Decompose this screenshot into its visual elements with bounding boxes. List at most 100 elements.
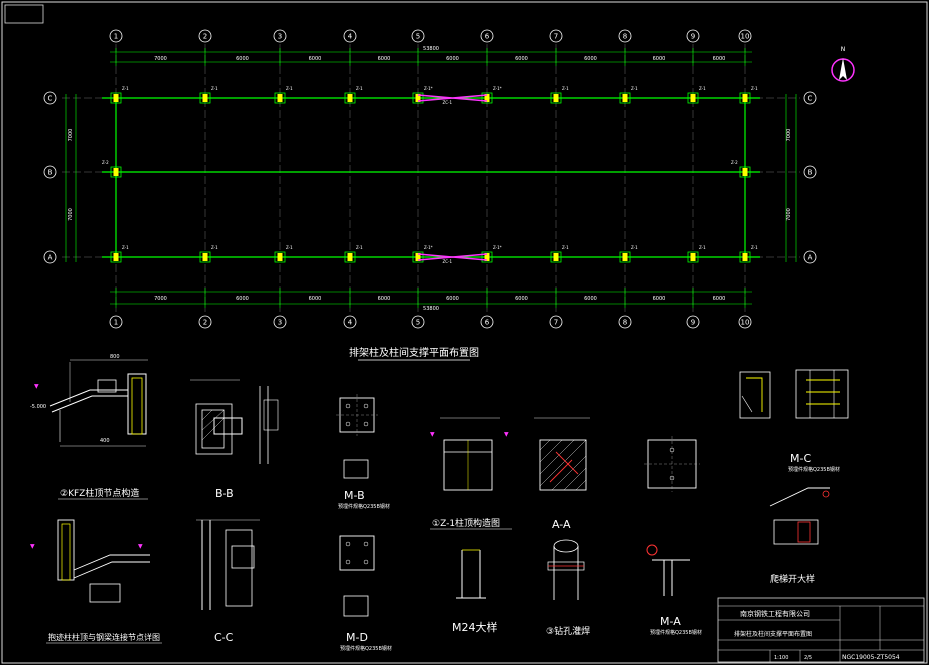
svg-text:400: 400 (100, 438, 110, 444)
detail-kfz: ▼ -5.000 400 800 ②KFZ柱顶节点构造 (30, 354, 148, 500)
cc-title: C-C (214, 631, 234, 644)
axis-bubble (43, 165, 57, 179)
axis-label: 10 (741, 319, 750, 327)
detail-hole: ③钻孔灌焊 (546, 539, 590, 637)
column-marker (481, 92, 493, 104)
bb-title: B-B (215, 487, 234, 500)
detail-plate-top (644, 436, 700, 492)
bay-dimension: 6000 (236, 56, 249, 62)
mb-note: 预埋件规格Q235B钢材 (338, 503, 390, 510)
bracing (417, 253, 488, 261)
column-core (484, 94, 490, 102)
bay-dimension: 7000 (154, 56, 167, 62)
axis-label: 3 (278, 319, 282, 327)
bay-dimension: 6000 (446, 56, 459, 62)
column-tag: Z-2 (731, 160, 738, 165)
column-core (553, 253, 559, 261)
company-name: 南京钢铁工程有限公司 (740, 609, 810, 618)
column-marker (619, 92, 631, 104)
bay-dimension: 6000 (515, 56, 528, 62)
column-tag: Z-1* (493, 245, 502, 250)
column-tag: Z-1 (122, 86, 129, 91)
column-core (277, 94, 283, 102)
mc-title: M-C (790, 452, 811, 465)
column-marker (739, 166, 751, 178)
axis-label: 7 (554, 33, 558, 41)
bay-dimension: 6000 (309, 296, 322, 302)
column-tag: Z-1 (699, 245, 706, 250)
axis-label: 7 (554, 319, 558, 327)
scale-value: 1:100 (774, 655, 788, 661)
side-dimension: 7000 (68, 208, 74, 221)
column-tag: Z-1* (424, 86, 433, 91)
column-tag: Z-1 (751, 245, 758, 250)
detail-m24: M24大样 (452, 549, 498, 634)
detail-mb: M-B 预埋件规格Q235B钢材 (336, 394, 390, 510)
svg-text:▼: ▼ (34, 383, 39, 390)
axis-bubble (480, 315, 494, 329)
svg-text:800: 800 (110, 354, 120, 360)
column-marker (344, 92, 356, 104)
side-dimension: 7000 (68, 129, 74, 142)
axis-bubble (43, 91, 57, 105)
axis-bubble (43, 250, 57, 264)
bracing (417, 94, 488, 102)
column-tag: Z-1 (751, 86, 758, 91)
axis-label: 6 (485, 319, 490, 327)
detail-cc: C-C (196, 519, 260, 644)
column-core (415, 94, 421, 102)
column-marker (110, 92, 122, 104)
detail-mc: M-C 预埋件规格Q235B钢材 (739, 369, 849, 473)
axis-bubble (738, 29, 752, 43)
bay-dimension: 6000 (309, 56, 322, 62)
sheet-value: 2/5 (804, 655, 812, 661)
overall-dimension: 53800 (423, 46, 439, 52)
column-core (202, 253, 208, 261)
column-marker (739, 251, 751, 263)
axis-label: 9 (691, 319, 695, 327)
column-core (277, 253, 283, 261)
axis-bubble (549, 29, 563, 43)
overall-dimension: 53800 (423, 306, 439, 312)
column-marker (110, 251, 122, 263)
axis-bubble (480, 29, 494, 43)
axis-label: 8 (623, 33, 627, 41)
column-core (690, 94, 696, 102)
drawing-number: NGC19005-ZT5054 (842, 654, 900, 661)
detail-ladder: 爬梯开大样 (769, 487, 830, 585)
detail-joint: ▼ ▼ 抱迹柱柱顶与钢梁连接节点详图 (30, 519, 162, 644)
column-core (202, 94, 208, 102)
column-tag: Z-1* (424, 245, 433, 250)
north-label: N (841, 46, 846, 53)
axis-bubble (198, 315, 212, 329)
detail-z1: ▼ ▼ ①Z-1柱顶构造图 (430, 417, 512, 530)
column-core (690, 253, 696, 261)
axis-bubble (109, 315, 123, 329)
md-title: M-D (346, 631, 368, 644)
brace-tag: ZC-1 (443, 259, 453, 264)
north-arrow-icon: N (831, 46, 855, 82)
axis-label: A (48, 254, 53, 262)
axis-bubble (738, 315, 752, 329)
svg-text:▼: ▼ (138, 543, 143, 550)
column-core (742, 253, 748, 261)
axis-label: 2 (203, 33, 207, 41)
md-note: 预埋件规格Q235B钢材 (340, 645, 392, 652)
bay-dimension: 6000 (713, 296, 726, 302)
bay-dimension: 7000 (154, 296, 167, 302)
axis-label: 5 (416, 319, 420, 327)
axis-label: 9 (691, 33, 695, 41)
svg-text:-5.000: -5.000 (30, 404, 46, 410)
axis-bubble (273, 315, 287, 329)
bay-dimension: 6000 (378, 56, 391, 62)
column-tag: Z-1 (699, 86, 706, 91)
axis-label: 6 (485, 33, 490, 41)
svg-text:▼: ▼ (504, 431, 509, 438)
drawing-name: 排架柱及柱间支撑平面布置图 (734, 630, 812, 638)
m24-title: M24大样 (452, 620, 498, 634)
column-tag: Z-1 (631, 86, 638, 91)
detail-aa: A-A (534, 417, 590, 531)
axis-label: 5 (416, 33, 420, 41)
axis-label: 4 (348, 319, 353, 327)
